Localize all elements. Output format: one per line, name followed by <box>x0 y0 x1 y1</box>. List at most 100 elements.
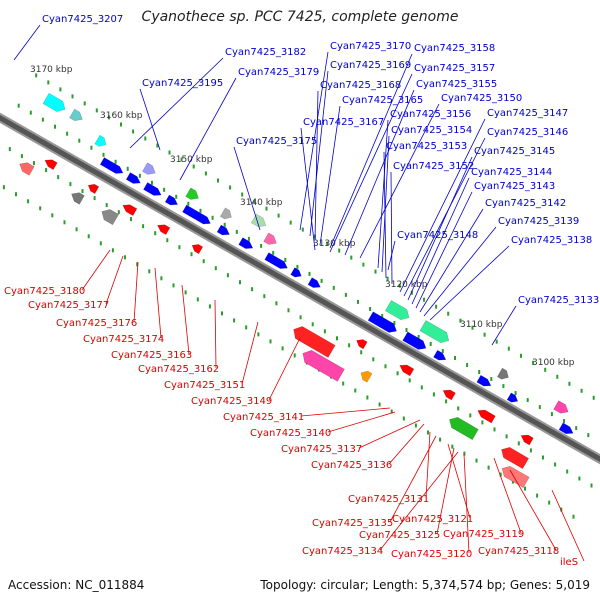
forward-gene-0 <box>99 157 124 174</box>
tick-mark-40 <box>520 353 522 358</box>
tick-mark-20 <box>277 213 280 218</box>
tick-mark-172 <box>342 381 345 386</box>
tick-mark-36 <box>471 325 474 330</box>
tick-mark-176 <box>390 409 393 414</box>
tick-mark-189 <box>548 500 551 505</box>
forward-gene-18-shape <box>185 187 199 200</box>
reverse-gene-10 <box>19 162 35 176</box>
reverse-label-3: Cyan7425_3174 <box>83 334 164 345</box>
tick-mark-138 <box>529 448 532 453</box>
forward-label-22: Cyan7425_3143 <box>474 181 555 192</box>
forward-leader-8 <box>300 127 316 251</box>
scale-label-1: 3160 kbp <box>100 111 143 121</box>
scale-label-4: 3130 kbp <box>313 239 356 249</box>
tick-mark-182 <box>463 451 466 456</box>
forward-label-23: Cyan7425_3142 <box>485 198 566 209</box>
tick-mark-71 <box>308 271 311 276</box>
reverse-label-9: Cyan7425_3140 <box>250 428 331 439</box>
forward-gene-2 <box>143 182 162 196</box>
forward-gene-15 <box>558 422 574 435</box>
forward-gene-12 <box>433 349 447 361</box>
tick-mark-140 <box>554 462 557 467</box>
reverse-gene-7 <box>442 389 456 401</box>
forward-gene-9 <box>307 277 321 288</box>
forward-label-10: Cyan7425_3158 <box>414 43 495 54</box>
forward-gene-17-shape <box>142 162 156 175</box>
tick-mark-83 <box>454 356 456 360</box>
tick-mark-107 <box>154 231 157 236</box>
tick-mark-153 <box>111 248 114 253</box>
reverse-gene-1-shape <box>87 183 100 195</box>
forward-gene-5 <box>216 224 230 236</box>
tick-mark-162 <box>221 311 223 316</box>
tick-mark-39 <box>507 346 510 351</box>
tick-mark-178 <box>414 423 417 428</box>
forward-leader-5 <box>309 70 329 237</box>
forward-leader-2 <box>139 88 161 151</box>
tick-mark-118 <box>287 308 290 313</box>
backbone-line <box>0 114 600 463</box>
reverse-gene-12-shape <box>101 209 119 226</box>
tick-mark-77 <box>381 314 384 318</box>
forward-label-5: Cyan7425_3169 <box>330 60 411 71</box>
reverse-label-17: Cyan7425_3119 <box>443 529 524 540</box>
forward-leader-12 <box>344 89 415 256</box>
tick-mark-175 <box>378 402 381 407</box>
reverse-gene-4 <box>191 244 204 255</box>
accession-text: Accession: NC_011884 <box>8 578 145 592</box>
tick-mark-101 <box>81 189 84 194</box>
reverse-label-11: Cyan7425_3136 <box>311 460 392 471</box>
tick-mark-184 <box>487 465 490 470</box>
reverse-label-19: Cyan7425_3118 <box>478 546 559 557</box>
forward-gene-25-shape <box>42 92 66 112</box>
tick-mark-151 <box>87 234 90 239</box>
tick-mark-45 <box>580 388 583 393</box>
tick-mark-160 <box>196 297 199 302</box>
tick-mark-38 <box>495 339 498 344</box>
tick-mark-75 <box>357 299 359 304</box>
tick-mark-72 <box>320 278 323 283</box>
tick-mark-58 <box>151 180 153 185</box>
tick-mark-74 <box>344 292 347 297</box>
reverse-gene-0-shape <box>44 159 58 171</box>
reverse-gene-4-shape <box>191 244 204 255</box>
reverse-leader-8 <box>300 407 391 417</box>
forward-gene-17 <box>142 162 156 175</box>
tick-mark-156 <box>148 269 151 274</box>
forward-label-24: Cyan7425_3139 <box>498 216 579 227</box>
map-title: Cyanothece sp. PCC 7425, complete genome <box>141 9 459 25</box>
forward-leader-18 <box>399 118 486 293</box>
tick-mark-0 <box>35 73 38 78</box>
tick-mark-91 <box>550 412 553 417</box>
tick-mark-123 <box>348 343 351 348</box>
reverse-gene-5 <box>356 339 368 350</box>
tick-mark-128 <box>408 378 411 383</box>
forward-gene-24-shape <box>553 400 569 414</box>
reverse-gene-17 <box>501 465 530 488</box>
reverse-label-20: ileS <box>560 557 578 568</box>
reverse-gene-9-shape <box>520 434 534 446</box>
reverse-label-16: Cyan7425_3134 <box>302 546 383 557</box>
tick-mark-15 <box>217 178 219 183</box>
tick-mark-63 <box>211 215 214 220</box>
forward-gene-5-shape <box>216 224 230 236</box>
tick-mark-51 <box>66 131 69 136</box>
tick-mark-82 <box>441 349 444 353</box>
forward-gene-20-shape <box>263 232 277 245</box>
reverse-gene-14-shape <box>302 349 345 382</box>
reverse-label-10: Cyan7425_3137 <box>281 444 362 455</box>
tick-mark-22 <box>301 227 304 232</box>
tick-mark-27 <box>362 262 365 267</box>
tick-mark-96 <box>20 154 23 159</box>
gene-tracks <box>2 73 595 519</box>
tick-mark-181 <box>451 444 454 449</box>
reverse-leader-3 <box>154 267 162 339</box>
tick-mark-188 <box>536 493 539 498</box>
tick-mark-115 <box>251 287 254 292</box>
tick-mark-49 <box>41 117 44 122</box>
reverse-leader-11 <box>388 423 425 465</box>
tick-mark-13 <box>192 164 195 169</box>
forward-gene-14-shape <box>506 392 519 403</box>
tick-mark-134 <box>481 420 484 425</box>
forward-gene-7 <box>264 252 288 269</box>
